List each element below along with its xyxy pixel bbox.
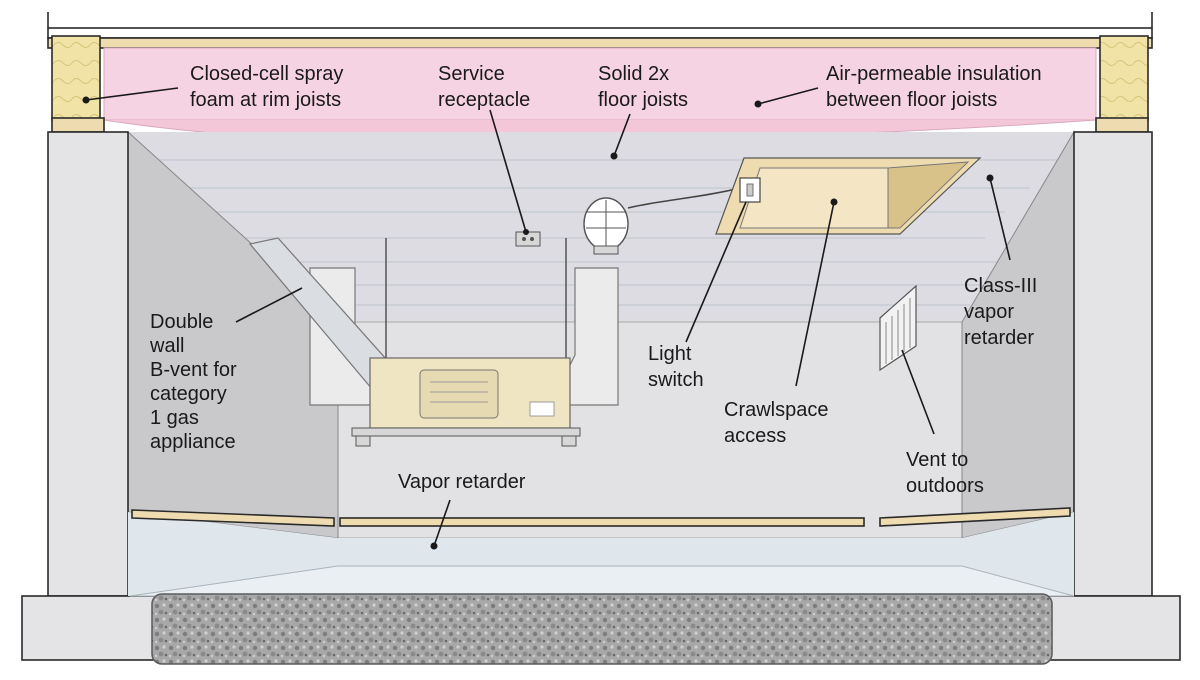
- leader-lines: [82, 87, 1011, 550]
- vent-grille-icon: [879, 284, 917, 372]
- furnace-unit: [351, 357, 581, 447]
- rim-joist-right: [1095, 35, 1149, 133]
- label-floor-joists: Solid 2x floor joists: [598, 63, 688, 111]
- label-vent-to-outdoors: Vent to outdoors: [906, 449, 984, 497]
- rim-joist-left: [51, 35, 105, 133]
- crawlspace-access-hatch: [715, 157, 982, 235]
- termination-strips: [131, 507, 1071, 527]
- label-class-iii-vapor-retarder: Class-III vapor retarder: [964, 275, 1043, 349]
- air-permeable-insulation: [103, 47, 1097, 145]
- label-light-switch: Light switch: [648, 343, 704, 391]
- light-wiring: [627, 187, 741, 209]
- label-crawlspace-access: Crawlspace access: [724, 399, 834, 447]
- label-spray-foam: Closed-cell spray foam at rim joists: [190, 63, 349, 111]
- label-service-receptacle: Service receptacle: [438, 63, 530, 111]
- hanger-rods: [385, 238, 567, 360]
- label-b-vent: Double wall B-vent for category 1 gas ap…: [149, 311, 242, 453]
- label-air-permeable-insulation: Air-permeable insulation between floor j…: [826, 63, 1047, 111]
- label-vapor-retarder: Vapor retarder: [398, 471, 526, 493]
- light-fixture-icon: [583, 197, 629, 255]
- light-switch-icon: [739, 177, 761, 203]
- floor-framing: [47, 12, 1153, 49]
- gravel-bed: [151, 593, 1053, 665]
